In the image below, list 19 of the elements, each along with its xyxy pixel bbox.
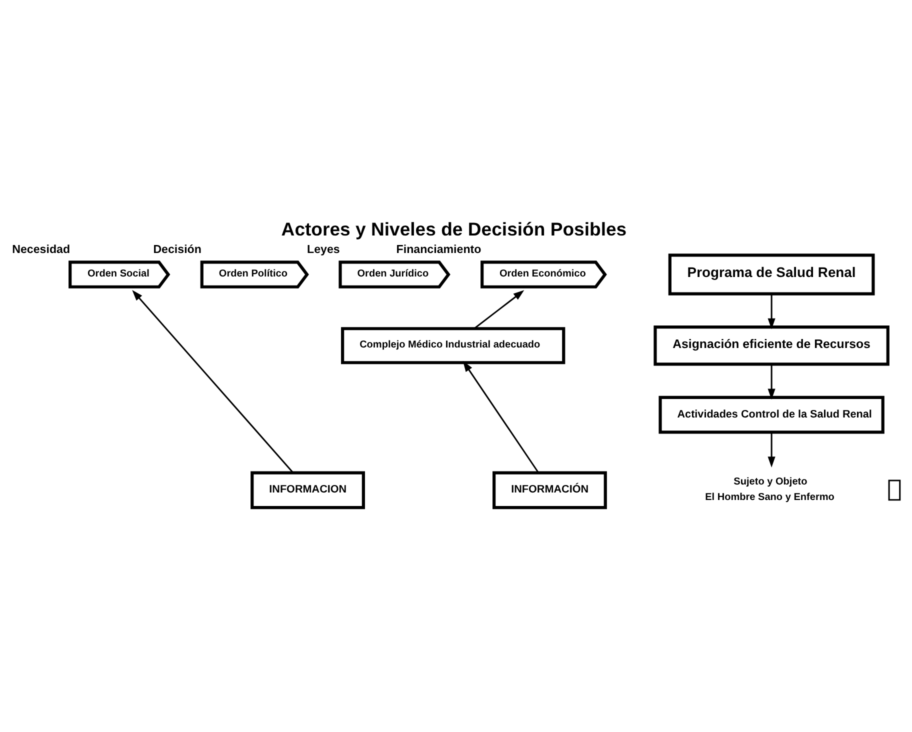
node-label: Leyes <box>307 243 340 256</box>
node-box: Asignación eficiente de Recursos <box>654 325 890 366</box>
node-box: INFORMACION <box>250 470 365 509</box>
node-text: Sujeto y Objeto El Hombre Sano y Enfermo <box>705 476 834 502</box>
arrow <box>768 364 776 400</box>
arrow <box>474 290 524 329</box>
arrow <box>132 289 294 473</box>
node-label: Necesidad <box>12 243 70 256</box>
node-box: INFORMACIÓN <box>492 470 607 509</box>
arrow <box>768 432 776 467</box>
arrow <box>768 293 776 329</box>
node-label: Decisión <box>153 243 202 256</box>
diagram-title: Actores y Niveles de Decisión Posibles <box>281 218 627 239</box>
node-box <box>888 479 901 500</box>
node-label: Financiamiento <box>396 243 482 256</box>
node-box: Actividades Control de la Salud Renal <box>658 395 884 434</box>
node-box: Programa de Salud Renal <box>668 253 875 295</box>
node-box: Complejo Médico Industrial adecuado <box>341 326 566 364</box>
arrow <box>462 360 540 473</box>
